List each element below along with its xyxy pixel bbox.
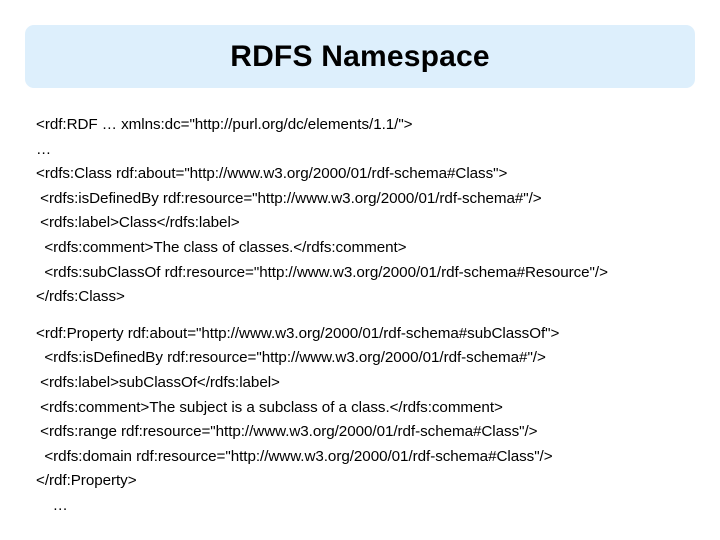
title-banner: RDFS Namespace bbox=[25, 25, 695, 88]
code-line: <rdfs:domain rdf:resource="http://www.w3… bbox=[36, 447, 553, 465]
code-line: <rdfs:range rdf:resource="http://www.w3.… bbox=[36, 423, 538, 441]
code-line: </rdfs:Class> bbox=[36, 288, 125, 306]
code-line-blank bbox=[36, 310, 708, 322]
code-line: <rdfs:label>Class</rdfs:label> bbox=[36, 214, 240, 232]
code-line: <rdfs:subClassOf rdf:resource="http://ww… bbox=[36, 263, 608, 281]
code-line: <rdfs:Class rdf:about="http://www.w3.org… bbox=[36, 165, 508, 183]
code-block: <rdf:RDF … xmlns:dc="http://purl.org/dc/… bbox=[36, 113, 708, 519]
code-line: <rdf:Property rdf:about="http://www.w3.o… bbox=[36, 324, 560, 342]
code-line: <rdfs:isDefinedBy rdf:resource="http://w… bbox=[36, 189, 542, 207]
code-line: <rdf:RDF … xmlns:dc="http://purl.org/dc/… bbox=[36, 116, 413, 133]
code-line: <rdfs:label>subClassOf</rdfs:label> bbox=[36, 373, 280, 391]
code-line: </rdf:Property> bbox=[36, 472, 137, 490]
code-line: <rdfs:comment>The subject is a subclass … bbox=[36, 398, 503, 416]
code-line: … bbox=[36, 140, 52, 158]
page-title: RDFS Namespace bbox=[230, 39, 490, 73]
code-line: <rdfs:comment>The class of classes.</rdf… bbox=[36, 238, 407, 256]
code-line: <rdfs:isDefinedBy rdf:resource="http://w… bbox=[36, 349, 546, 367]
code-line: … bbox=[36, 496, 68, 514]
